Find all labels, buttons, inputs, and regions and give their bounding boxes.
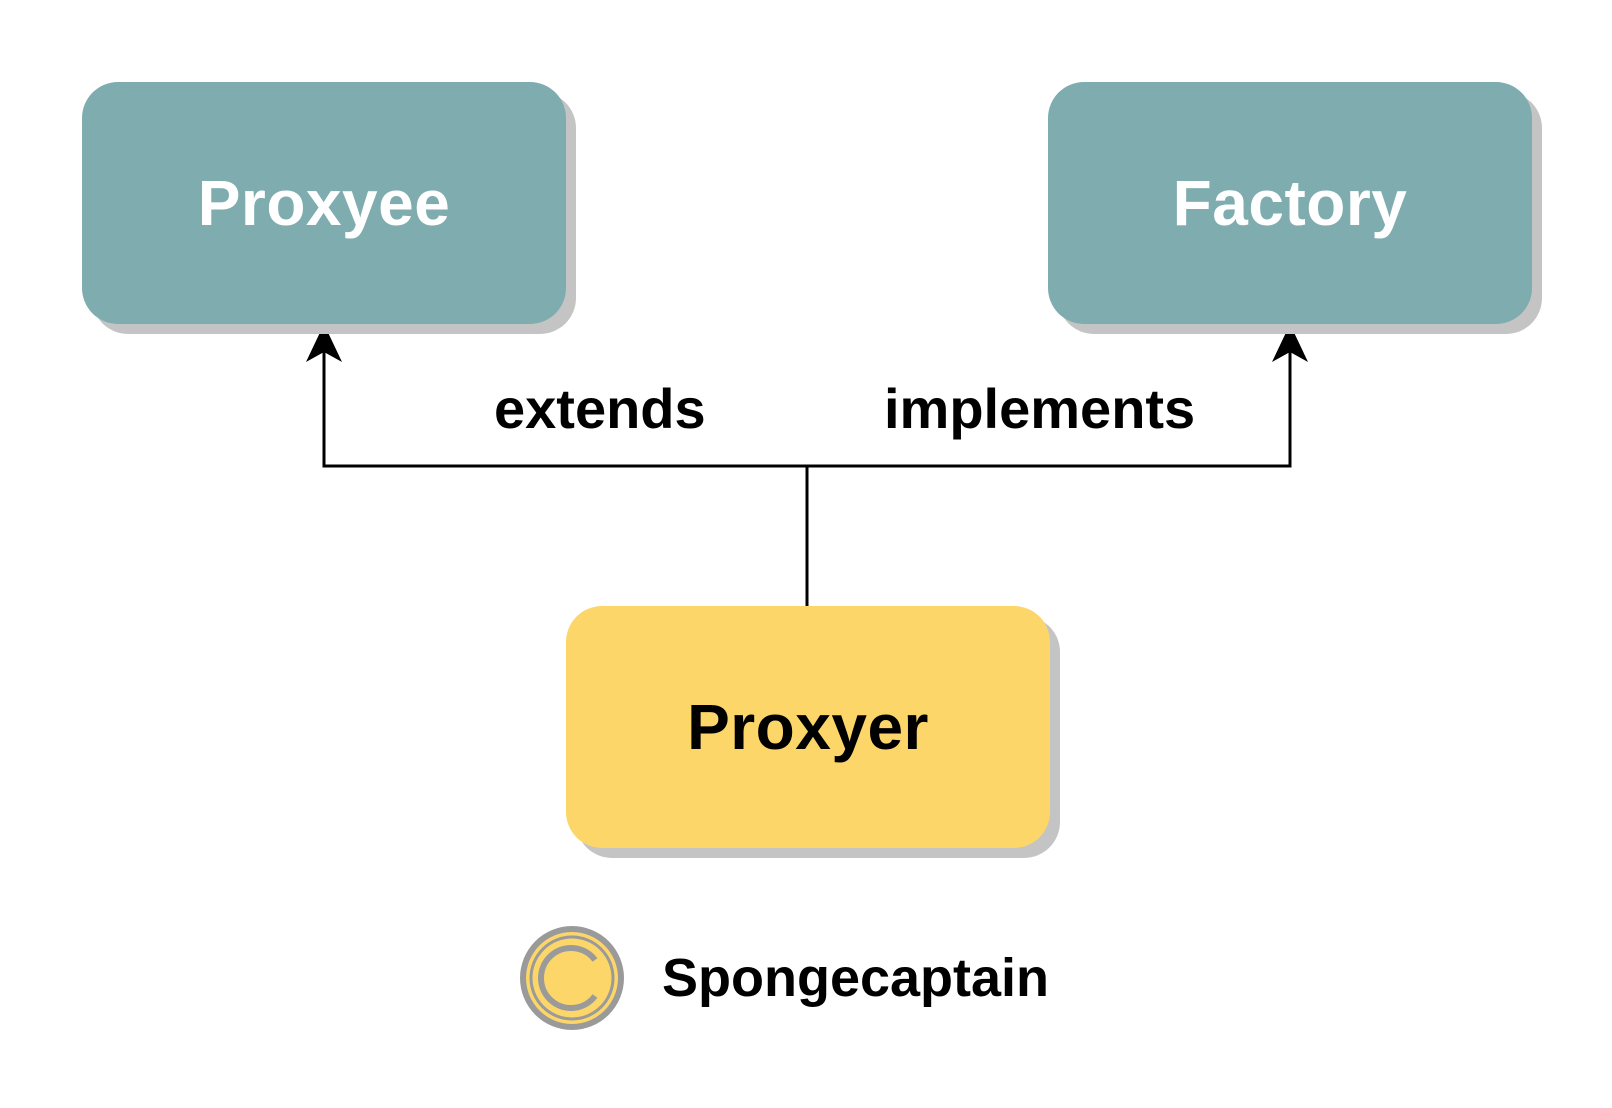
proxyer-node[interactable]: Proxyer: [566, 606, 1050, 848]
extends-arrowhead-icon: [306, 324, 342, 362]
factory-node-label: Factory: [1172, 167, 1408, 239]
implements-arrowhead-icon: [1272, 324, 1308, 362]
extends-connector: [306, 324, 809, 606]
factory-node[interactable]: Factory: [1048, 82, 1532, 324]
proxyer-node-label: Proxyer: [687, 691, 929, 763]
author-watermark: Spongecaptain: [516, 922, 1049, 1034]
extends-line: [322, 342, 809, 606]
watermark-text: Spongecaptain: [662, 948, 1050, 1008]
copyright-icon: [520, 926, 624, 1030]
implements-line: [807, 342, 1292, 468]
proxyee-node-label: Proxyee: [197, 167, 451, 239]
implements-edge-label: implements: [884, 377, 1196, 440]
proxyee-node[interactable]: Proxyee: [82, 82, 566, 324]
extends-edge-label: extends: [494, 377, 706, 440]
implements-connector: [807, 324, 1308, 468]
